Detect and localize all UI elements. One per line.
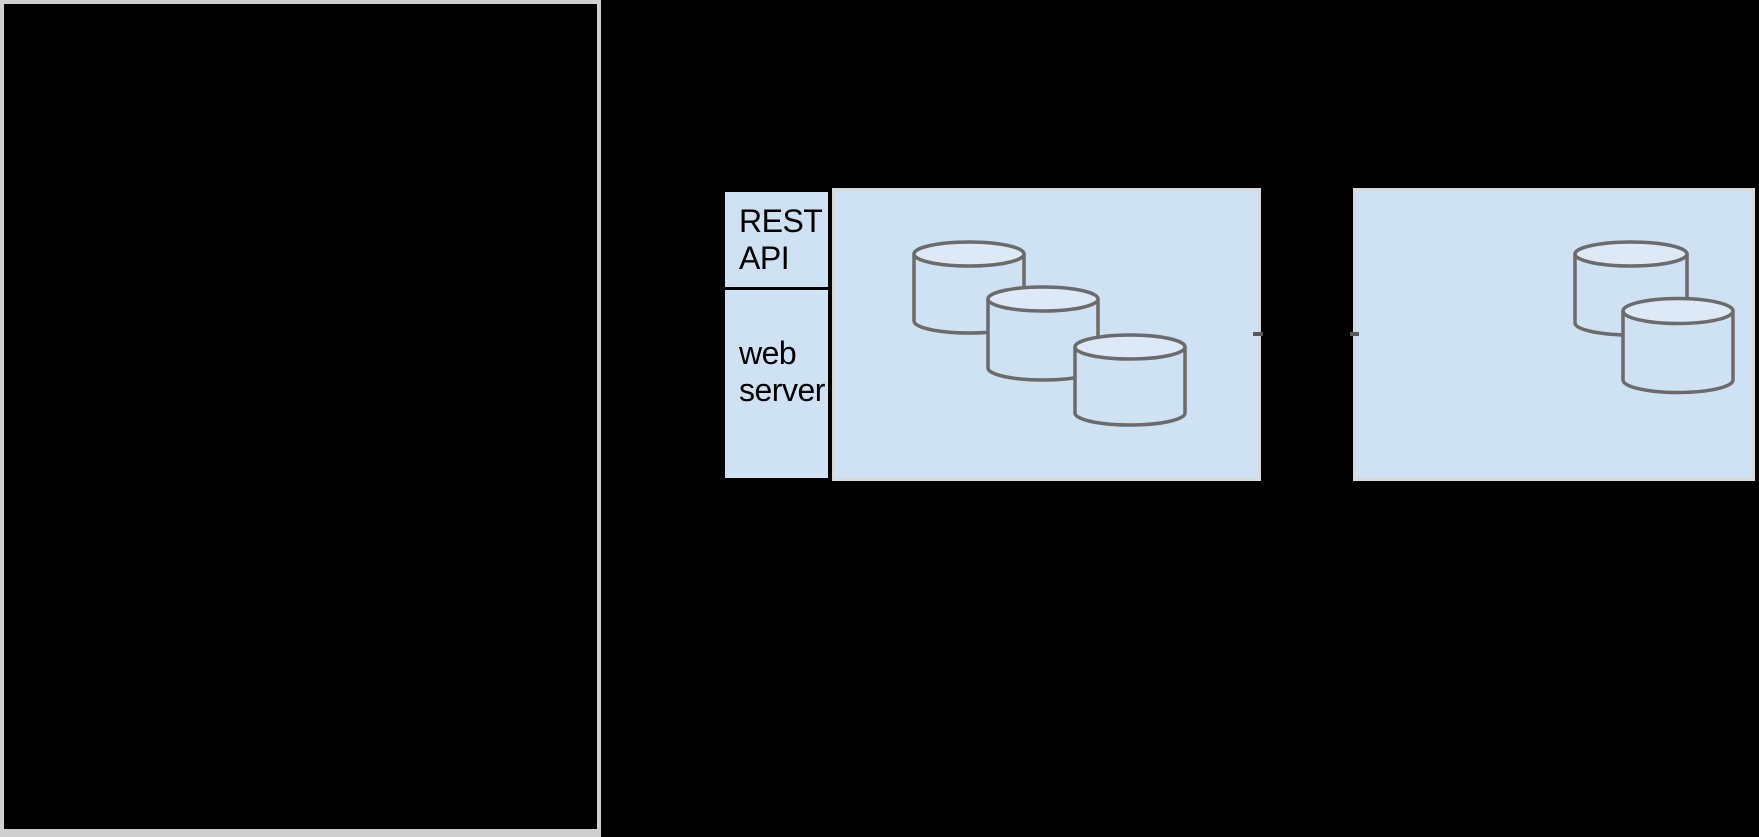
web-server-label: web server <box>739 335 825 408</box>
database-cluster-box <box>1353 188 1755 481</box>
table-cell-web-server: web server <box>725 290 828 478</box>
api-label-table: REST API web server <box>722 189 831 481</box>
rest-api-label: REST API <box>739 202 823 276</box>
web-server-cluster-box <box>832 188 1261 481</box>
empty-frame-panel <box>0 0 601 837</box>
table-cell-rest-api: REST API <box>725 192 828 290</box>
